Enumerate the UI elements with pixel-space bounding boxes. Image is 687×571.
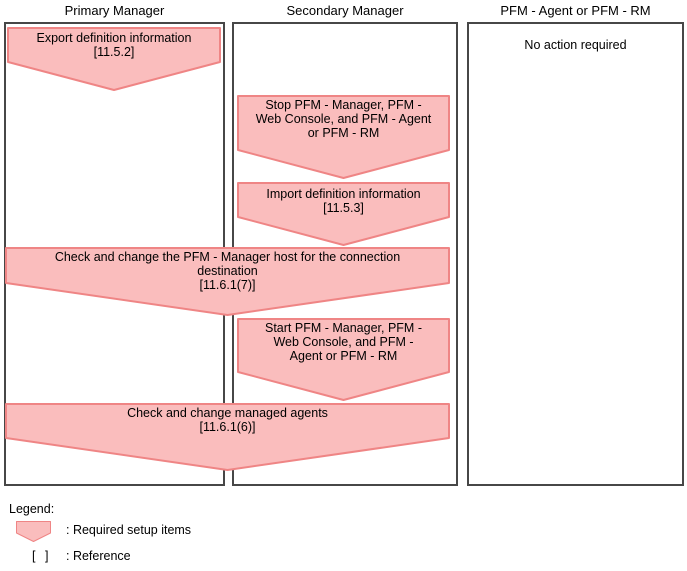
step-export-definition: Export definition information [11.5.2] — [7, 27, 221, 91]
step-check-connection-destination: Check and change the PFM - Manager host … — [5, 247, 450, 316]
column-header-pfm-agent-rm: PFM - Agent or PFM - RM — [500, 3, 651, 18]
legend-required-setup-label: : Required setup items — [66, 523, 192, 537]
step-check-managed-agents: Check and change managed agents [11.6.1(… — [5, 403, 450, 471]
column-header-primary-manager: Primary Manager — [64, 3, 165, 18]
chevron-down-shape — [7, 27, 221, 91]
legend-title: Legend: — [9, 502, 55, 516]
column-header-secondary-manager: Secondary Manager — [286, 3, 404, 18]
chevron-down-shape — [237, 318, 450, 401]
step-stop-services-label: Stop PFM - Manager, PFM - Web Console, a… — [255, 98, 432, 140]
chevron-down-shape — [5, 403, 450, 471]
column-box-pfm-agent-rm: No action required — [467, 22, 684, 486]
chevron-down-shape — [5, 247, 450, 316]
step-check-connection-destination-label: Check and change the PFM - Manager host … — [54, 250, 401, 292]
step-stop-services: Stop PFM - Manager, PFM - Web Console, a… — [237, 95, 450, 179]
no-action-note: No action required — [524, 38, 627, 52]
step-import-definition: Import definition information [11.5.3] — [237, 182, 450, 246]
step-start-services: Start PFM - Manager, PFM - Web Console, … — [237, 318, 450, 401]
step-check-managed-agents-label: Check and change managed agents [11.6.1(… — [127, 406, 328, 434]
chevron-down-shape — [237, 182, 450, 246]
chevron-down-shape — [16, 521, 51, 542]
legend-reference-symbol: [ ] — [32, 549, 52, 563]
step-import-definition-label: Import definition information [11.5.3] — [266, 187, 421, 215]
chevron-down-shape — [237, 95, 450, 179]
legend-required-setup-chevron — [16, 521, 51, 542]
legend-reference-label: : Reference — [66, 549, 131, 563]
step-export-definition-label: Export definition information [11.5.2] — [36, 31, 192, 59]
step-start-services-label: Start PFM - Manager, PFM - Web Console, … — [265, 321, 422, 363]
